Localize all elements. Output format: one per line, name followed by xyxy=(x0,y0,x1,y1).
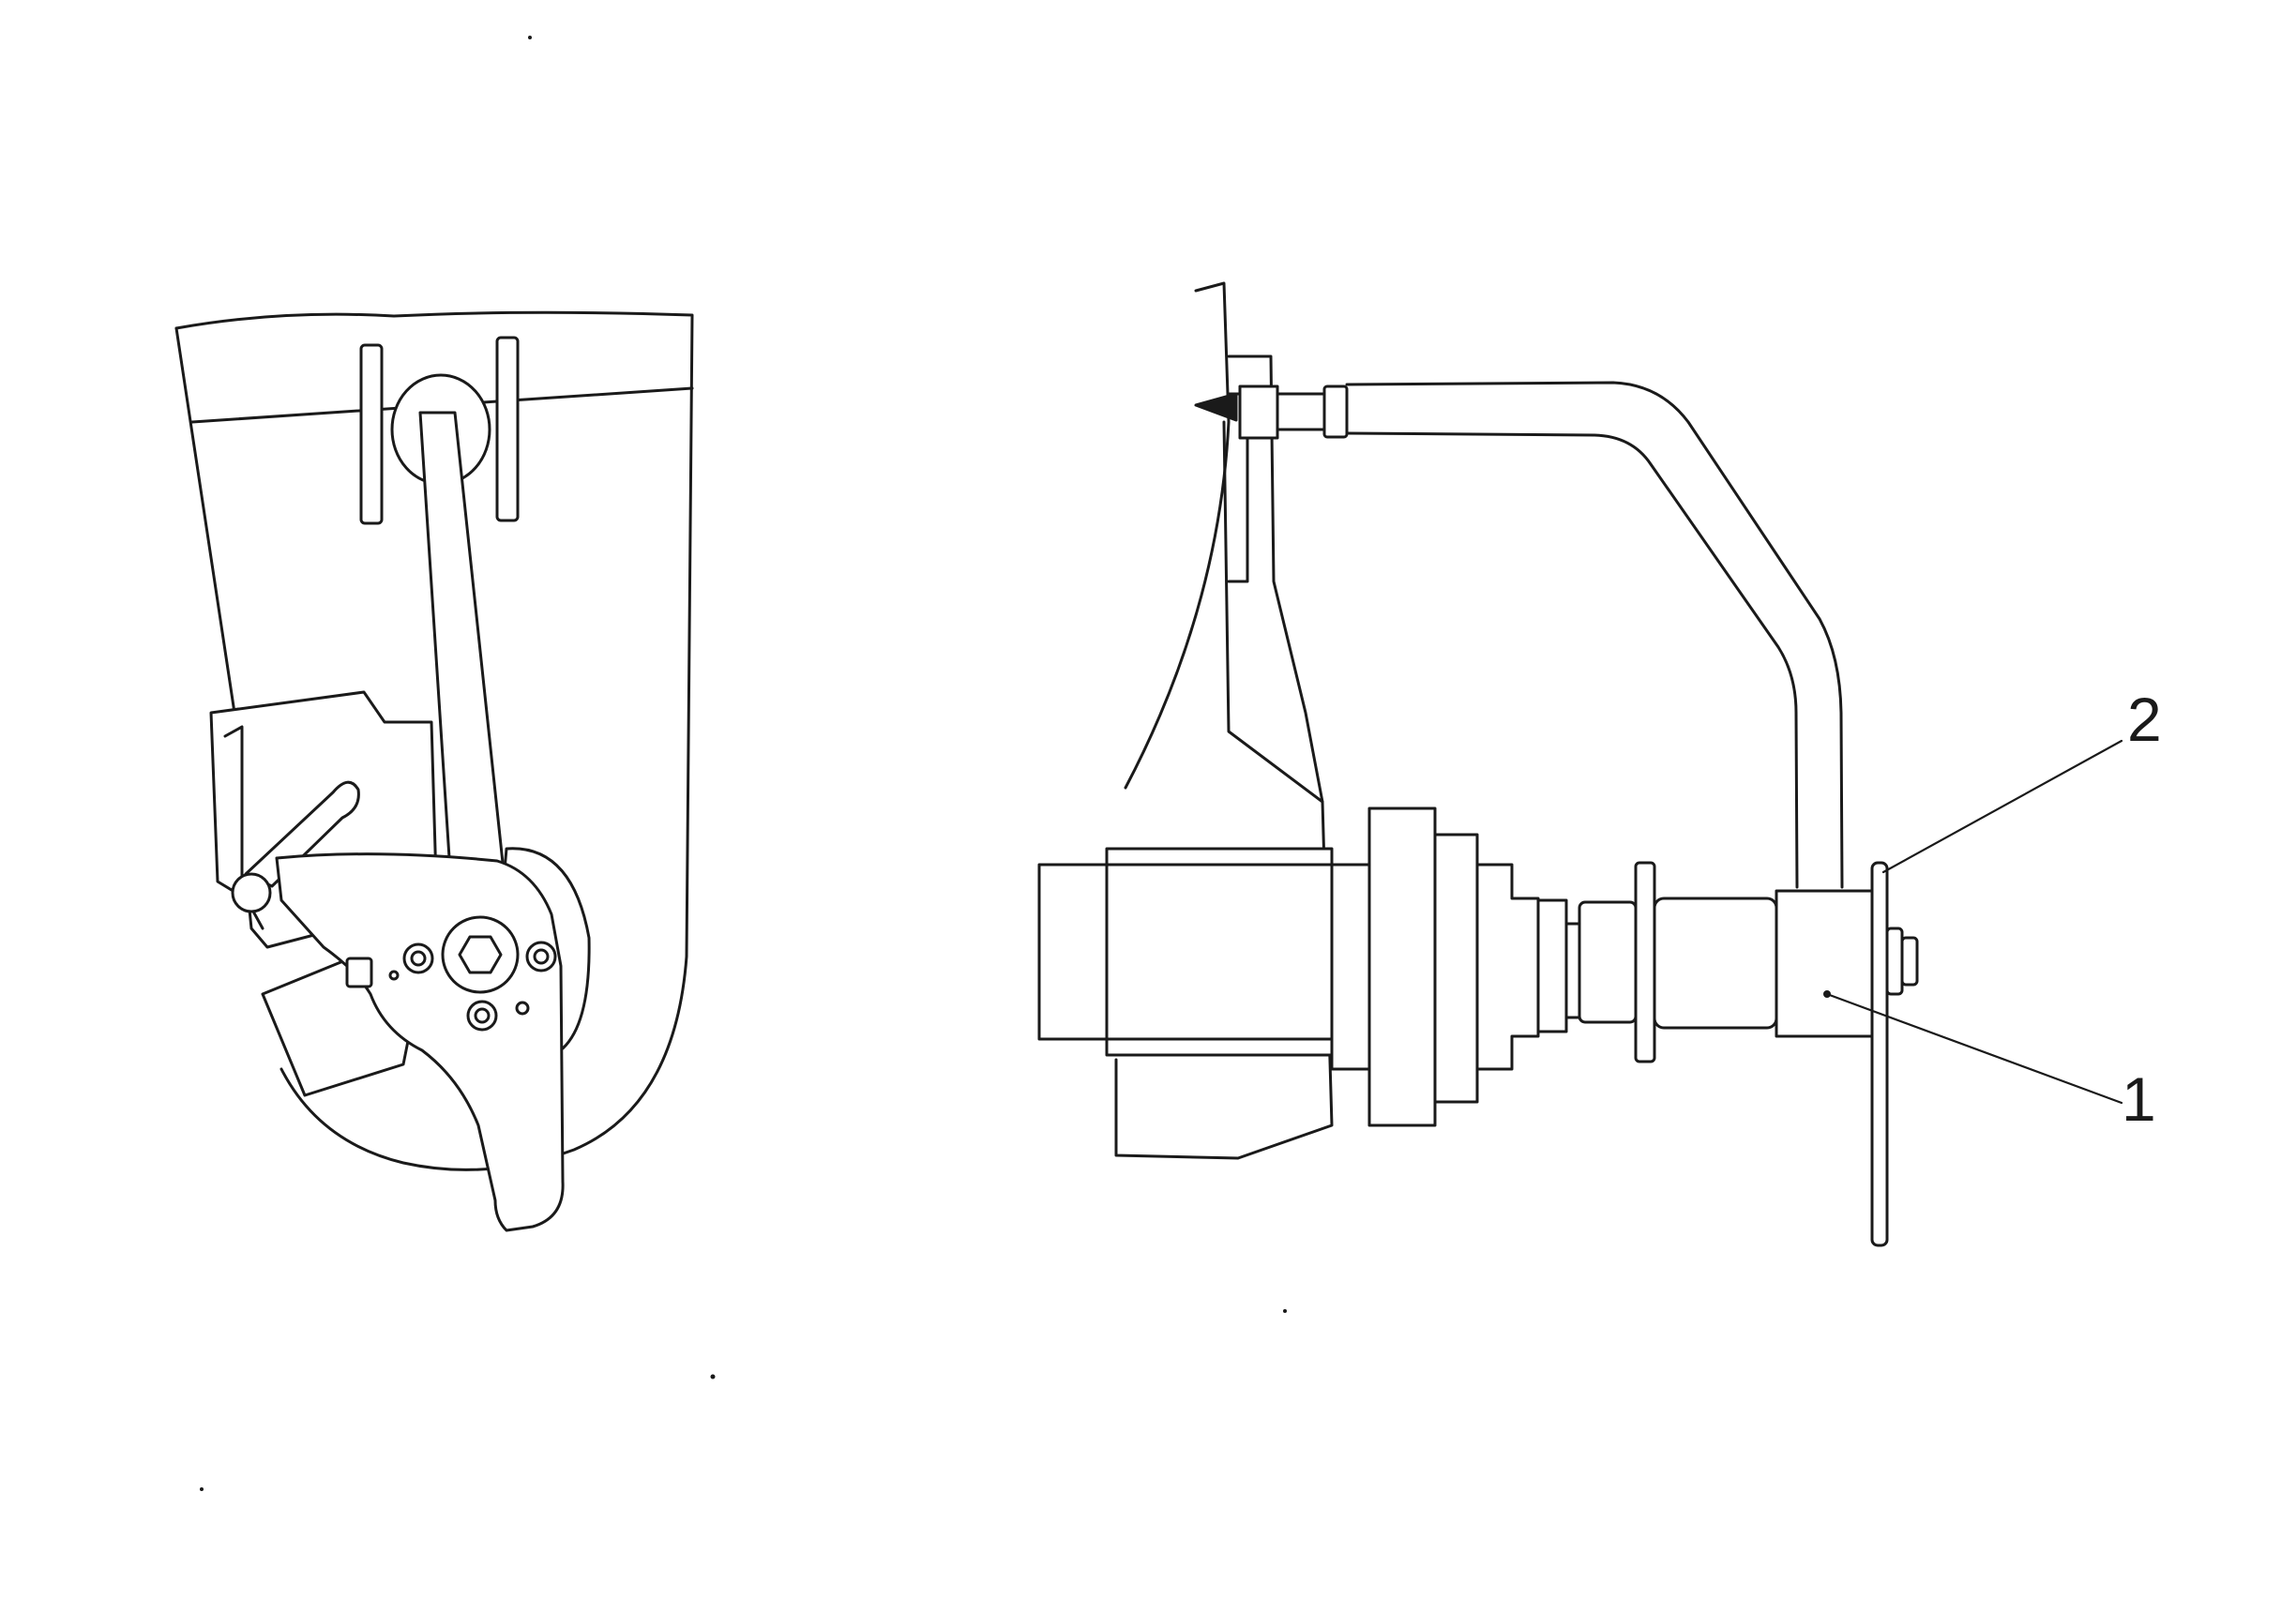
leader-line-1 xyxy=(1825,992,2123,1105)
mount-block xyxy=(1238,384,1279,440)
handle-knob xyxy=(231,872,272,913)
hub-body xyxy=(1037,806,1540,1127)
speck xyxy=(528,36,532,39)
arm-tube-outer xyxy=(1345,381,1844,889)
housing-left-edge xyxy=(174,326,236,715)
set-screw xyxy=(345,957,373,988)
end-nut xyxy=(1885,927,1904,996)
side-plate-lower xyxy=(1114,420,1334,1160)
side-plate-outline xyxy=(1124,281,1231,790)
speck xyxy=(710,1374,716,1379)
callout-2: 2 xyxy=(2127,685,2162,754)
shaft-coupling xyxy=(1578,900,1638,1024)
callout-1: 1 xyxy=(2122,1064,2156,1134)
axle-block xyxy=(1775,889,1876,1038)
pin-small xyxy=(388,970,400,981)
guide-bar-left xyxy=(359,343,384,525)
hose-fitting xyxy=(1276,392,1326,431)
bolt-left-inner xyxy=(410,950,427,967)
end-bolt xyxy=(1900,936,1919,987)
speck xyxy=(200,1487,204,1491)
shaft-collar xyxy=(1536,898,1568,1033)
clamp-handle xyxy=(244,780,360,888)
support-column-inner xyxy=(1227,392,1249,583)
flange-plate xyxy=(1634,861,1656,1063)
speck xyxy=(1283,1309,1287,1313)
arm-tube-inner xyxy=(1345,431,1799,889)
housing-outline xyxy=(174,310,694,1171)
bolt-right xyxy=(525,941,557,972)
shaft-ring xyxy=(1564,922,1581,1019)
side-view xyxy=(1037,281,2123,1247)
leader-line-2 xyxy=(1881,739,2123,874)
bearing-housing xyxy=(1653,897,1778,1030)
support-column xyxy=(1227,354,1324,804)
guide-bar-right xyxy=(495,336,520,522)
bolt-right-inner xyxy=(533,948,550,965)
front-view xyxy=(174,310,694,1232)
bolt-bottom-inner xyxy=(474,1007,491,1024)
hose-nut xyxy=(1322,384,1349,439)
pin-hole xyxy=(515,1001,530,1016)
bolt-left xyxy=(402,942,434,974)
bolt-bottom xyxy=(466,1000,498,1032)
center-hex-nut xyxy=(458,935,503,974)
weld-mark xyxy=(1194,392,1238,422)
vertical-plate xyxy=(1870,861,1889,1247)
